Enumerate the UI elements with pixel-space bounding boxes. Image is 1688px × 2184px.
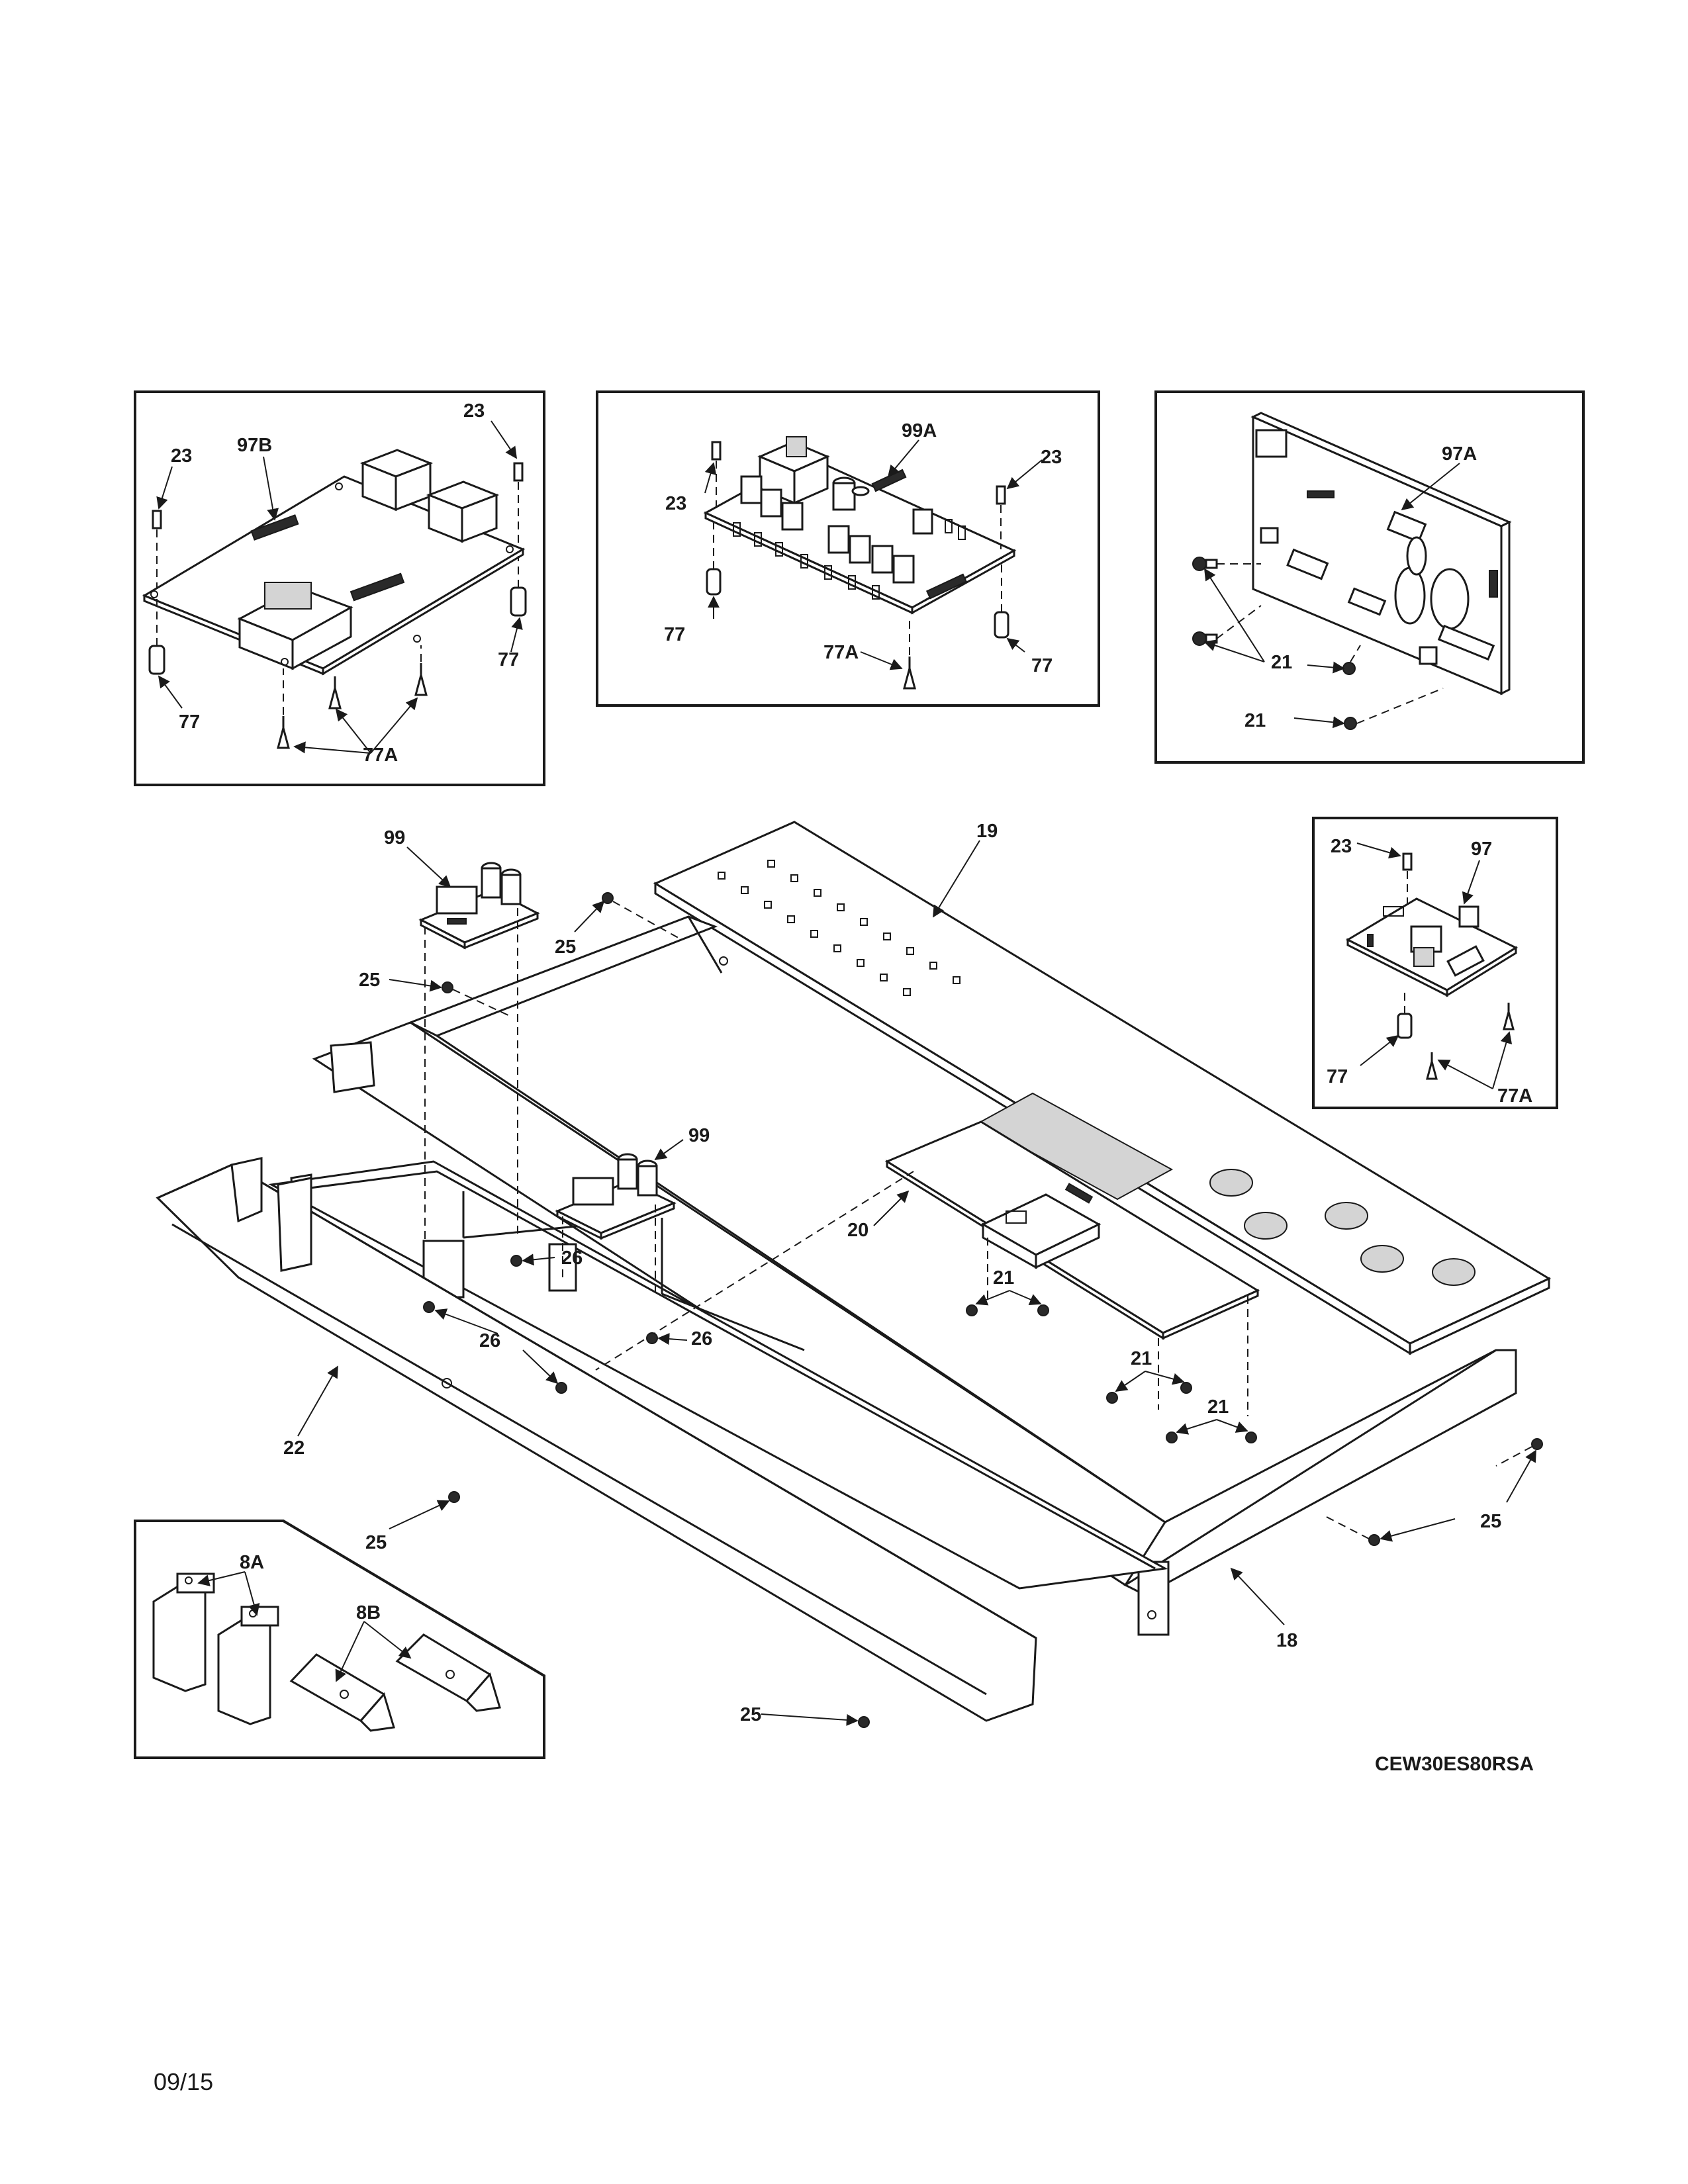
callout-99A: 99A <box>902 420 937 441</box>
callout-97B: 97B <box>237 435 272 456</box>
callout-22: 22 <box>283 1437 305 1459</box>
screws-21-main <box>966 1304 1257 1443</box>
callout-97: 97 <box>1471 839 1492 860</box>
callout-21: 21 <box>1131 1348 1152 1369</box>
standoff-77-left <box>706 523 722 596</box>
callout-97A: 97A <box>1442 443 1477 465</box>
callout-25: 25 <box>555 936 576 958</box>
callout-8A: 8A <box>240 1552 264 1573</box>
callout-25: 25 <box>740 1704 761 1725</box>
callout-21: 21 <box>993 1267 1014 1289</box>
callout-26: 26 <box>691 1328 712 1349</box>
front-trim-22 <box>156 1157 1037 1722</box>
power-board-99-lower <box>555 1153 677 1294</box>
standoff-77-right <box>510 556 527 617</box>
callout-99: 99 <box>688 1125 710 1146</box>
push-pin-77A <box>277 645 428 749</box>
panel-board-97A: 97A 21 21 <box>1154 390 1585 764</box>
callout-77: 77 <box>179 711 200 733</box>
bracket-8B <box>289 1633 501 1732</box>
callout-19: 19 <box>976 821 998 842</box>
callout-25: 25 <box>365 1532 387 1553</box>
callout-23: 23 <box>665 493 686 514</box>
callout-77: 77 <box>1031 655 1053 676</box>
screw-23-right <box>513 462 524 543</box>
callout-77: 77 <box>498 649 519 670</box>
date-code: 09/15 <box>154 2068 213 2095</box>
ui-board-20 <box>595 1120 1260 1416</box>
callout-21: 21 <box>1271 652 1292 673</box>
rear-frame-18 <box>312 915 1517 1636</box>
relay-blocks <box>740 475 933 584</box>
standoff-77-left <box>148 599 165 675</box>
board-97 <box>1345 897 1519 997</box>
callout-23: 23 <box>463 400 485 422</box>
power-board-99-upper <box>418 862 540 1244</box>
control-board-97B <box>142 449 526 676</box>
relay-board-99A <box>703 436 1017 615</box>
screw-23 <box>1402 852 1413 903</box>
screw-23-left <box>711 441 722 510</box>
callout-20: 20 <box>847 1220 868 1241</box>
callout-77: 77 <box>664 624 685 645</box>
spade-terminals <box>733 519 966 600</box>
callout-77A: 77A <box>363 745 398 766</box>
callout-23: 23 <box>1331 836 1352 857</box>
main-assembly: 19 18 <box>156 821 1552 1728</box>
control-board-97A <box>1250 412 1512 696</box>
callout-21: 21 <box>1207 1396 1229 1418</box>
panel-board-97: 23 97 77 77A <box>1312 817 1558 1109</box>
callout-21: 21 <box>1244 710 1266 731</box>
callout-77A: 77A <box>823 642 859 663</box>
model-number: CEW30ES80RSA <box>1375 1753 1534 1775</box>
standoff-77-right <box>994 557 1009 639</box>
standoff-77 <box>1397 993 1413 1039</box>
callout-99: 99 <box>384 827 405 848</box>
callout-25: 25 <box>1480 1511 1501 1532</box>
callout-25: 25 <box>359 970 380 991</box>
push-pin-77A <box>1426 1003 1515 1080</box>
callout-23: 23 <box>1041 447 1062 468</box>
push-pin-77A <box>903 615 916 690</box>
screw-23-right <box>996 485 1006 549</box>
callout-77: 77 <box>1327 1066 1348 1087</box>
panel-board-99A: 23 23 99A 77 77 77A <box>596 390 1100 707</box>
screws-26 <box>423 1255 658 1394</box>
bracket-8A <box>152 1572 279 1725</box>
callout-23: 23 <box>171 445 192 467</box>
callout-18: 18 <box>1276 1630 1297 1651</box>
control-panel-overlay-19 <box>653 821 1552 1355</box>
callout-77A: 77A <box>1497 1085 1532 1107</box>
callout-26: 26 <box>479 1330 500 1351</box>
panel-board-97B: 23 23 97B 77 77 77A <box>134 390 545 786</box>
callout-26: 26 <box>561 1248 583 1269</box>
panel-brackets: 8A 8B <box>134 1520 545 1759</box>
callout-8B: 8B <box>356 1602 381 1623</box>
screw-23-left <box>152 510 162 589</box>
